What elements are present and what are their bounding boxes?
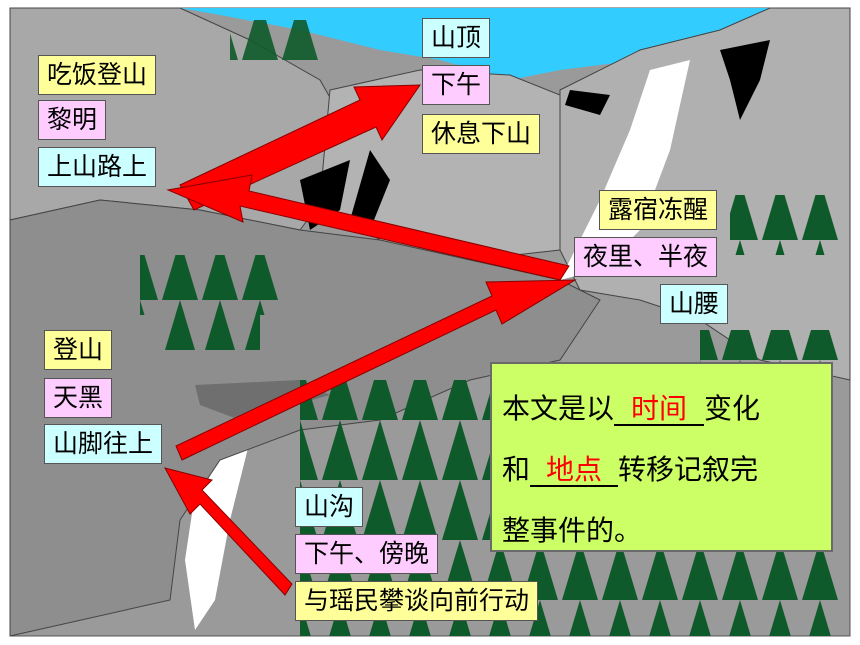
label-afternoon-evening: 下午、傍晚 — [295, 534, 439, 574]
summary-line-3: 整事件的。 — [502, 514, 643, 547]
summary-line-1: 本文是以时间变化 — [502, 378, 821, 439]
label-night: 夜里、半夜 — [574, 237, 718, 277]
summary-text: 本文是以 — [502, 392, 615, 425]
waterfall — [560, 60, 690, 280]
label-gully: 山沟 — [295, 487, 364, 527]
summary-text: 和 — [502, 453, 531, 486]
label-foot-upward: 山脚往上 — [44, 424, 163, 464]
trees-left2 — [160, 310, 260, 350]
label-dark: 天黑 — [44, 378, 113, 418]
arrow-to-path — [166, 174, 570, 281]
trees-right — [730, 195, 840, 255]
rock-streak — [350, 150, 390, 230]
trees-top — [230, 20, 320, 60]
summary-line-2: 和地点转移记叙完 — [502, 439, 821, 500]
arrow-to-foot — [164, 467, 293, 596]
trees-left — [140, 255, 280, 315]
summary-box: 本文是以时间变化 和地点转移记叙完 整事件的。 — [490, 362, 833, 552]
summary-text: 变化 — [704, 392, 761, 425]
answer-time: 时间 — [614, 394, 705, 426]
label-afternoon: 下午 — [422, 65, 491, 105]
label-midslope: 山腰 — [660, 284, 729, 324]
label-climb: 登山 — [44, 330, 113, 370]
label-on-the-path: 上山路上 — [38, 147, 157, 187]
label-camp-wake: 露宿冻醒 — [599, 190, 718, 230]
label-talk-yao: 与瑶民攀谈向前行动 — [295, 581, 539, 621]
label-summit: 山顶 — [422, 18, 491, 58]
label-eat-climb: 吃饭登山 — [38, 55, 157, 95]
summary-text: 转移记叙完 — [618, 453, 759, 486]
answer-place: 地点 — [530, 455, 619, 487]
rock-streak — [565, 90, 610, 115]
arrow-to-midslope — [175, 279, 577, 461]
rock-streak — [720, 40, 770, 120]
label-rest-descend: 休息下山 — [422, 114, 541, 154]
label-dawn: 黎明 — [38, 100, 107, 140]
